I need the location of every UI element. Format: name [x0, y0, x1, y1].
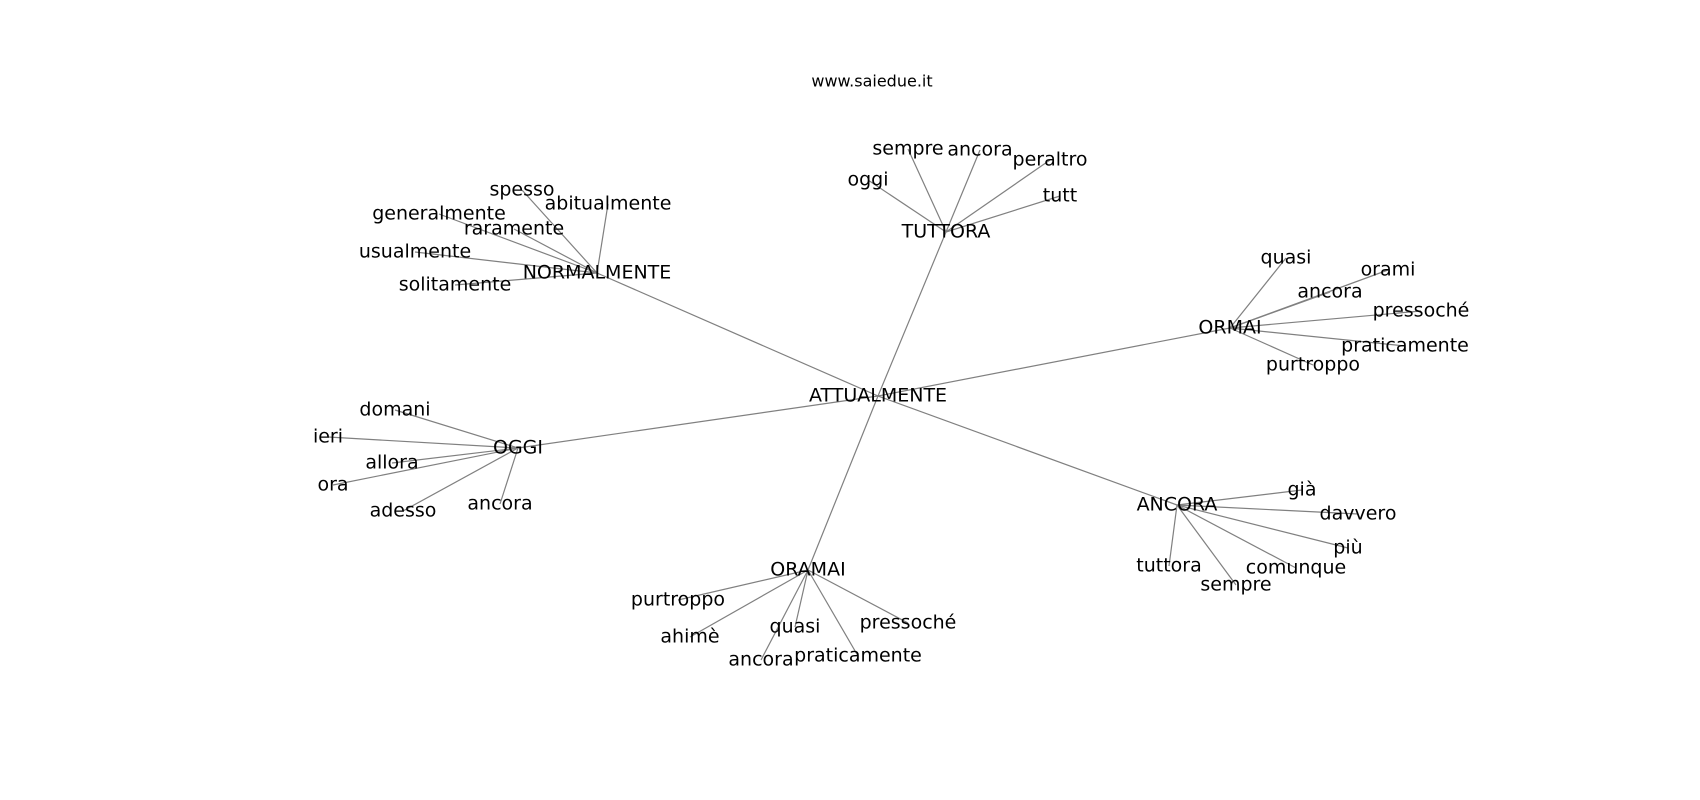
leaf-node-label: sempre	[872, 138, 943, 160]
edge-ancora-2	[1176, 504, 1349, 549]
edge-normalmente-1	[596, 203, 609, 274]
hub-node-label: TUTTORA	[901, 221, 991, 243]
site-title: www.saiedue.it	[811, 72, 932, 91]
edge-ormai-3	[1229, 310, 1422, 329]
leaf-node-label: allora	[365, 452, 418, 474]
edge-oggi-3	[332, 447, 519, 486]
leaf-node-label: spesso	[489, 179, 554, 201]
leaf-node-label: tuttora	[1136, 555, 1201, 577]
leaf-node-label: più	[1333, 537, 1362, 559]
edge-ormai-5	[1229, 327, 1314, 366]
edge-ancora-3	[1176, 504, 1297, 569]
leaf-node-label: generalmente	[372, 203, 506, 225]
leaf-node-label: ancora	[947, 139, 1012, 161]
leaf-node-label: ora	[317, 474, 348, 496]
leaf-node-label: solitamente	[399, 274, 512, 296]
edge-oramai-3	[807, 569, 909, 624]
edge-root-tuttora	[877, 231, 947, 397]
leaf-node-label: oggi	[847, 169, 888, 191]
leaf-node-label: davvero	[1320, 503, 1397, 525]
leaf-node-label: ancora	[1297, 281, 1362, 303]
root-node-label: ATTUALMENTE	[809, 385, 947, 407]
node-labels: ATTUALMENTE NORMALMENTE spessoabitualmente…	[313, 138, 1469, 671]
edge-oggi-0	[394, 409, 519, 449]
edge-oggi-5	[499, 447, 519, 505]
leaf-node-label: peraltro	[1013, 149, 1088, 171]
leaf-node-label: domani	[359, 399, 430, 421]
edge-normalmente-0	[521, 189, 598, 274]
edge-ancora-0	[1176, 489, 1303, 506]
leaf-node-label: usualmente	[359, 241, 471, 263]
edge-ormai-0	[1229, 257, 1287, 329]
edge-normalmente-3	[513, 228, 598, 274]
leaf-node-label: purtroppo	[631, 589, 725, 611]
leaf-node-label: ancora	[467, 493, 532, 515]
leaf-node-label: ancora	[728, 649, 793, 671]
edge-root-ormai	[877, 327, 1231, 397]
leaf-node-label: già	[1288, 479, 1317, 501]
edge-oggi-4	[402, 447, 519, 512]
leaf-node-label: ahimè	[660, 626, 719, 648]
edge-oramai-4	[760, 569, 809, 661]
edge-root-normalmente	[596, 272, 879, 397]
edge-tuttora-1	[945, 149, 981, 233]
hub-node-label: ANCORA	[1137, 494, 1218, 516]
leaf-node-label: ieri	[313, 426, 343, 448]
edge-ancora-4	[1168, 504, 1178, 567]
leaf-node-label: orami	[1361, 259, 1416, 281]
edge-oramai-5	[807, 569, 859, 657]
edge-tuttora-2	[945, 159, 1051, 233]
leaf-node-label: adesso	[370, 500, 437, 522]
leaf-node-label: sempre	[1200, 574, 1271, 596]
hub-node-label: OGGI	[493, 437, 543, 459]
edge-root-oggi	[517, 395, 879, 449]
edge-normalmente-2	[438, 213, 598, 274]
edge-oramai-1	[689, 569, 809, 638]
edge-root-oramai	[807, 395, 879, 571]
leaf-node-label: quasi	[770, 616, 821, 638]
edges	[327, 148, 1422, 661]
edge-ancora-1	[1176, 504, 1359, 515]
edge-ormai-2	[1229, 291, 1331, 329]
edge-oramai-0	[677, 569, 809, 601]
edge-oggi-1	[327, 436, 519, 449]
edge-oramai-2	[794, 569, 809, 628]
edge-normalmente-4	[414, 251, 598, 274]
hub-node-label: ORMAI	[1198, 317, 1261, 339]
hub-node-label: NORMALMENTE	[523, 262, 672, 284]
edge-tuttora-4	[945, 195, 1061, 233]
leaf-node-label: tutt	[1043, 185, 1077, 207]
edge-ancora-5	[1176, 504, 1237, 586]
edge-tuttora-0	[907, 148, 947, 233]
leaf-node-label: pressoché	[860, 612, 957, 634]
leaf-node-label: raramente	[464, 218, 564, 240]
leaf-node-label: abitualmente	[545, 193, 672, 215]
edge-normalmente-5	[454, 272, 598, 286]
edge-oggi-2	[391, 447, 519, 464]
edge-ormai-4	[1229, 327, 1406, 347]
hub-node-label: ORAMAI	[770, 559, 845, 581]
leaf-node-label: quasi	[1261, 247, 1312, 269]
leaf-node-label: praticamente	[794, 645, 922, 667]
leaf-node-label: pressoché	[1373, 300, 1470, 322]
leaf-node-label: praticamente	[1341, 335, 1469, 357]
leaf-node-label: comunque	[1246, 557, 1346, 579]
leaf-node-label: purtroppo	[1266, 354, 1360, 376]
edge-tuttora-3	[867, 179, 947, 233]
edge-root-ancora	[877, 395, 1178, 506]
